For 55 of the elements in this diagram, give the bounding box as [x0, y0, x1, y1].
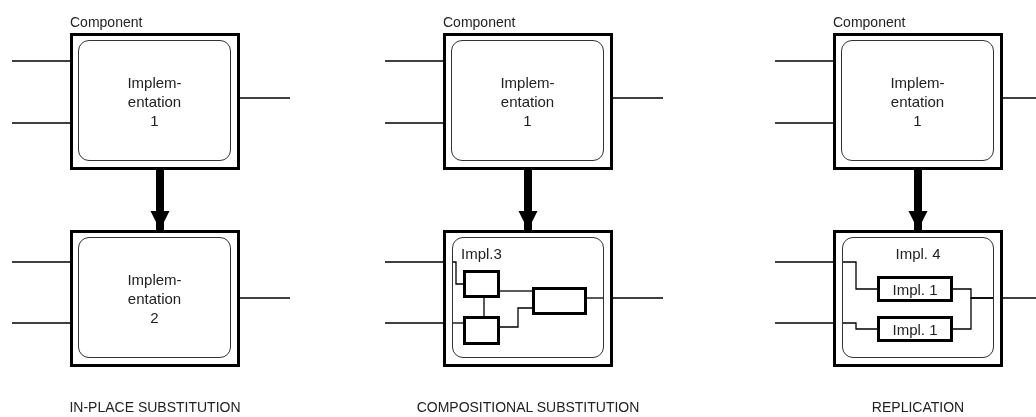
implementation-label: Implem- entation 1 — [126, 72, 183, 129]
wire — [451, 322, 464, 324]
wire — [1002, 297, 1036, 299]
implementation-label: Implem- entation 2 — [126, 269, 183, 326]
implementation-label: Impl.3 — [461, 244, 502, 263]
implementation-label: Implem- entation 1 — [499, 72, 556, 129]
wire — [499, 290, 533, 292]
wire — [499, 307, 533, 328]
implementation-box — [78, 40, 231, 161]
wire — [612, 297, 664, 299]
wire — [11, 60, 71, 62]
wire — [451, 261, 464, 285]
wire — [384, 122, 444, 124]
implementation-label: Impl. 4 — [895, 244, 941, 263]
implementation-box — [78, 237, 231, 358]
block-box — [877, 276, 953, 302]
component-box — [833, 230, 1003, 367]
caption-label: REPLICATION — [871, 399, 965, 415]
wire — [384, 60, 444, 62]
wire — [11, 261, 71, 263]
component-box — [443, 230, 613, 367]
wire — [841, 322, 878, 330]
wire — [774, 122, 834, 124]
wire — [239, 97, 291, 99]
implementation-box — [451, 40, 604, 161]
wire — [841, 261, 878, 290]
component-label: Component — [833, 14, 906, 30]
block-box — [463, 316, 500, 345]
implementation-label: Implem- entation 1 — [889, 72, 946, 129]
block-box — [532, 287, 587, 315]
wire — [612, 97, 664, 99]
wire — [483, 297, 485, 317]
wire — [384, 261, 444, 263]
caption-label: COMPOSITIONAL SUBSTITUTION — [416, 399, 640, 415]
implementation-label: Impl. 1 — [891, 319, 939, 339]
component-label: Component — [443, 14, 516, 30]
implementation-box — [842, 237, 994, 358]
wire — [774, 261, 834, 263]
wire — [239, 297, 291, 299]
wire — [384, 322, 444, 324]
block-box — [877, 316, 953, 342]
component-label: Component — [70, 14, 143, 30]
component-box — [70, 230, 240, 367]
block-box — [463, 270, 500, 298]
wire — [586, 297, 605, 299]
wire — [774, 60, 834, 62]
wire — [11, 322, 71, 324]
wire — [952, 297, 995, 330]
wire — [11, 122, 71, 124]
wire — [1002, 97, 1036, 99]
caption-label: IN-PLACE SUBSTITUTION — [69, 399, 241, 415]
wire — [774, 322, 834, 324]
implementation-label: Impl. 1 — [891, 279, 939, 299]
implementation-box — [841, 40, 994, 161]
implementation-box — [452, 237, 604, 358]
